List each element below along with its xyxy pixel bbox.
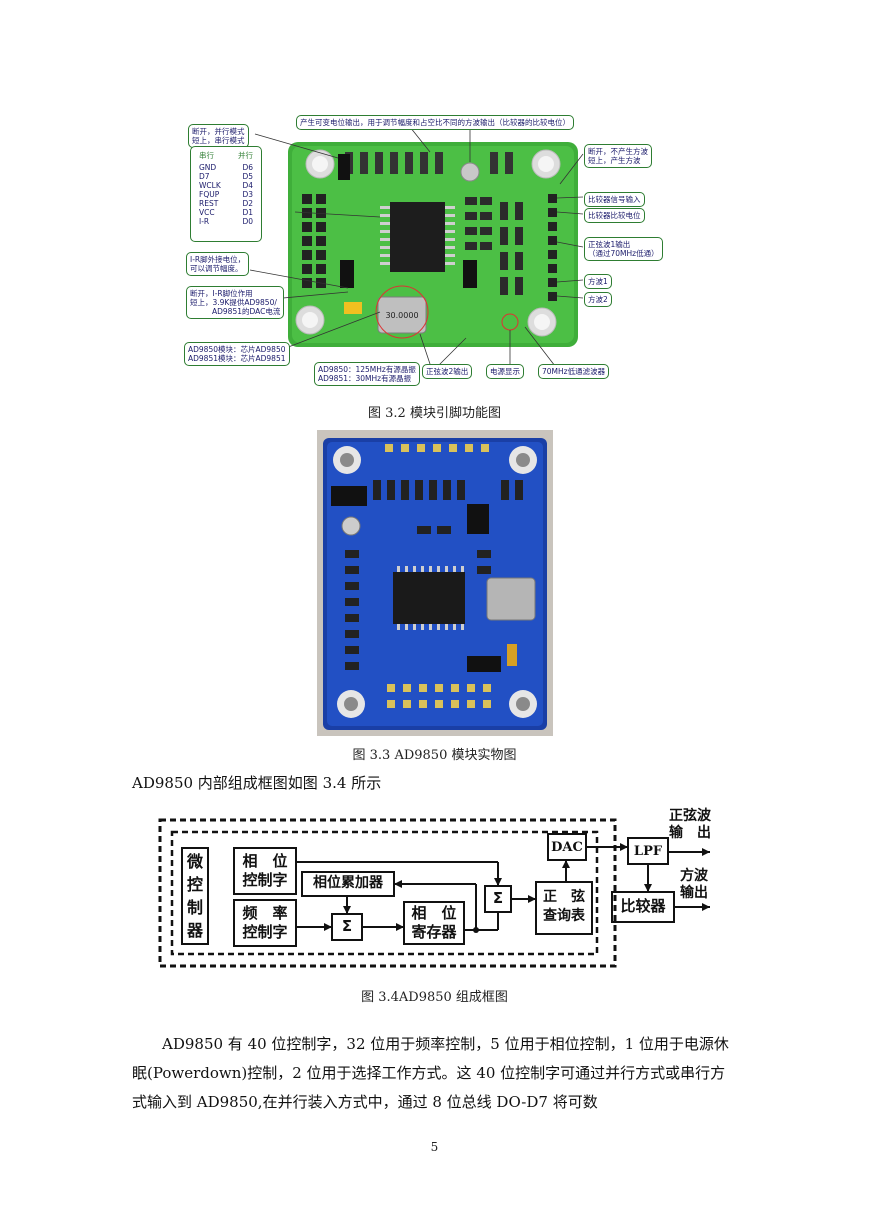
label-sine-out: 正弦波输 出 xyxy=(662,808,718,842)
pin-label-serial: VCC xyxy=(199,208,215,217)
mcu-char: 器 xyxy=(186,921,203,940)
chip-text-2: AD9851模块：芯片AD9851 xyxy=(188,354,286,363)
sine-lut-line: 查询表 xyxy=(543,908,585,924)
callout-crystal: AD9850：125MHz有源晶振 AD9851：30MHz有源晶振 xyxy=(314,362,420,386)
chip-text-1: AD9850模块：芯片AD9850 xyxy=(188,345,286,354)
callout-square-enable: 断开，不产生方波 短上，产生方波 xyxy=(584,144,652,168)
freq-word-line: 控制字 xyxy=(242,923,288,941)
ir-text-1: I-R脚外接电位， xyxy=(190,255,246,264)
callout-square1: 方波1 xyxy=(584,274,612,289)
phase-reg-line: 相 位 xyxy=(411,904,457,922)
board-photo-annotated: 30.0000 xyxy=(239,126,584,367)
sine1-text-1: 正弦波1输出 xyxy=(588,240,631,249)
callout-chip-type: AD9850模块：芯片AD9850 AD9851模块：芯片AD9851 xyxy=(184,342,290,366)
callout-ir-pot: I-R脚外接电位， 可以调节幅度。 xyxy=(186,252,250,276)
board-photo xyxy=(323,438,547,730)
pin-label-serial: D7 xyxy=(199,172,210,181)
square-out-line: 方波 xyxy=(680,868,708,884)
mcu-char: 控 xyxy=(186,875,203,894)
pin-label-parallel: D6 xyxy=(242,163,253,172)
pin-label-parallel: D4 xyxy=(242,181,253,190)
mcu-char: 微 xyxy=(186,852,203,871)
figure-3-2-caption: 图 3.2 模块引脚功能图 xyxy=(368,406,501,421)
pin-label-parallel: D5 xyxy=(242,172,253,181)
pin-label-serial: GND xyxy=(199,163,217,172)
sine1-text-2: （通过70MHz低通） xyxy=(588,249,659,258)
callout-top-center: 产生可变电位输出，用于调节幅度和占空比不同的方波输出（比较器的比较电位） xyxy=(296,115,574,130)
block-lpf: LPF xyxy=(633,844,663,859)
pin-label-parallel: D3 xyxy=(242,190,253,199)
block-phase-reg: 相 位寄存器 xyxy=(404,904,464,942)
callout-sine2: 正弦波2输出 xyxy=(422,364,473,379)
phase-word-line: 相 位 xyxy=(242,852,288,870)
ir-text-2: 可以调节幅度。 xyxy=(190,264,243,273)
pin-label-serial: FQUP xyxy=(199,190,220,199)
phase-reg-line: 寄存器 xyxy=(411,923,457,941)
intro-text: AD9850 内部组成框图如图 3.4 所示 xyxy=(132,774,382,792)
block-phase-word: 相 位控制字 xyxy=(234,852,296,890)
callout-sine1: 正弦波1输出 （通过70MHz低通） xyxy=(584,237,663,261)
pin-label-parallel: D0 xyxy=(242,217,253,226)
block-phase-acc: 相位累加器 xyxy=(313,875,383,891)
pin-label-parallel: D2 xyxy=(242,199,253,208)
sq-enable-text-1: 断开，不产生方波 xyxy=(588,147,648,156)
page-number: 5 xyxy=(430,1140,439,1154)
sine-out-line: 输 出 xyxy=(669,825,711,841)
crystal-text-2: AD9851：30MHz有源晶振 xyxy=(318,374,412,383)
mode-parallel-text: 断开，并行模式 xyxy=(192,127,245,136)
callout-cmp-in: 比较器信号输入 xyxy=(584,192,645,207)
break-text-2: 短上，3.9K提供AD9850/ xyxy=(190,298,277,307)
sine-lut-line: 正 弦 xyxy=(543,889,585,905)
pin-label-serial: WCLK xyxy=(199,181,221,190)
sine-out-line: 正弦波 xyxy=(669,808,711,824)
block-freq-word: 频 率控制字 xyxy=(234,904,296,942)
block-comparator: 比较器 xyxy=(620,897,666,915)
figure-3-4: 微控制器 相 位控制字 频 率控制字 相位累加器 Σ 相 位寄存器 Σ 正 弦查… xyxy=(150,800,730,980)
block-diagram-lines xyxy=(158,818,710,968)
block-dac: DAC xyxy=(551,840,583,855)
callout-square2: 方波2 xyxy=(584,292,612,307)
crystal-text-1: AD9850：125MHz有源晶振 xyxy=(318,365,416,374)
callout-ir-jumper: 断开，I-R脚位作用 短上，3.9K提供AD9850/ AD9851的DAC电流 xyxy=(186,286,285,319)
pin-label-serial: I-R xyxy=(199,217,210,226)
block-sine-lut: 正 弦查询表 xyxy=(536,888,592,926)
mcu-char: 制 xyxy=(186,898,203,917)
pin-label-serial: REST xyxy=(199,199,219,208)
pin-label-parallel: D1 xyxy=(242,208,253,217)
block-mcu: 微控制器 xyxy=(182,850,208,942)
label-square-out: 方波输出 xyxy=(672,868,716,902)
callout-cmp-ref: 比较器比较电位 xyxy=(584,208,645,223)
sq-enable-text-2: 短上，产生方波 xyxy=(588,156,641,165)
figure-3-4-caption: 图 3.4AD9850 组成框图 xyxy=(361,990,508,1005)
callout-mode-select: 断开，并行模式 短上，串行模式 xyxy=(188,124,249,148)
figure-3-3-caption: 图 3.3 AD9850 模块实物图 xyxy=(352,748,517,763)
break-text-1: 断开，I-R脚位作用 xyxy=(190,289,253,298)
callout-power: 电源显示 xyxy=(486,364,524,379)
figure-3-3 xyxy=(317,430,553,736)
mode-serial-text: 短上，串行模式 xyxy=(192,136,245,145)
square-out-line: 输出 xyxy=(680,885,708,901)
break-text-3: AD9851的DAC电流 xyxy=(212,307,281,316)
body-paragraph: AD9850 有 40 位控制字，32 位用于频率控制，5 位用于相位控制，1 … xyxy=(132,1035,729,1111)
pins-head-serial: 串行 xyxy=(199,151,214,160)
crystal-mark: 30.0000 xyxy=(385,311,418,320)
pins-head-parallel: 并行 xyxy=(238,151,253,160)
figure-3-2: 30.0000 产生可变电位输出，用于调节幅度和占空比不同的方波 xyxy=(180,112,680,392)
block-sigma-2: Σ xyxy=(492,889,504,907)
block-sigma-1: Σ xyxy=(341,917,353,935)
phase-word-line: 控制字 xyxy=(242,871,288,889)
freq-word-line: 频 率 xyxy=(242,904,288,922)
callout-lpf: 70MHz低通滤波器 xyxy=(538,364,610,379)
